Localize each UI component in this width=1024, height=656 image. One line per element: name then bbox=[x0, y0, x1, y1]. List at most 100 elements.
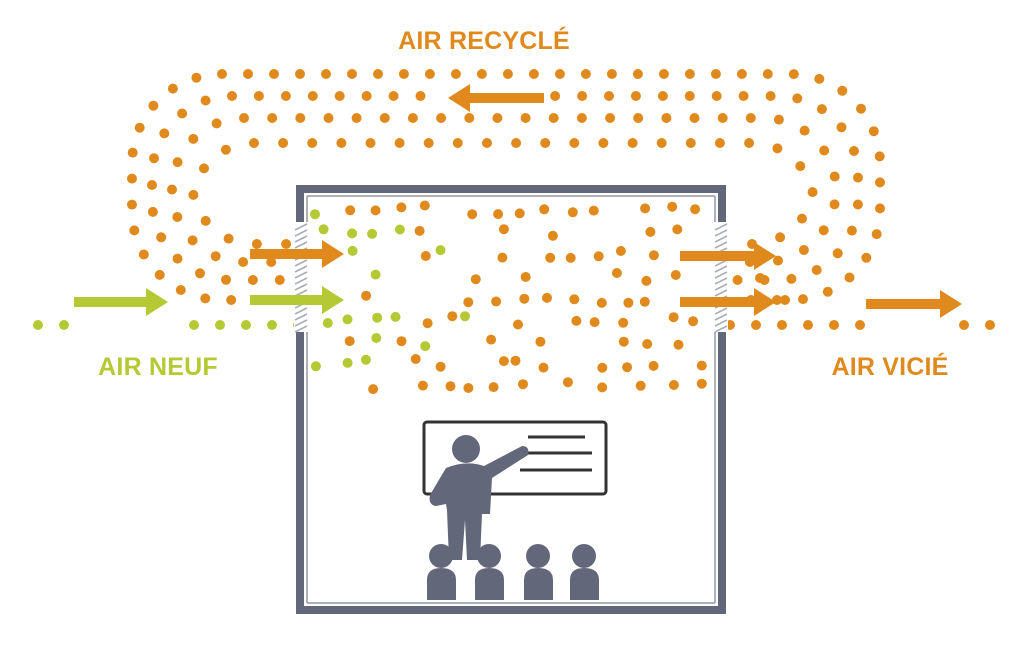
fresh-air-particle bbox=[372, 312, 383, 323]
air-particle bbox=[295, 69, 305, 79]
air-particle bbox=[596, 297, 607, 308]
air-particle bbox=[657, 91, 668, 101]
air-particle bbox=[388, 91, 399, 101]
air-particle bbox=[554, 69, 565, 79]
room bbox=[294, 185, 728, 614]
fresh-air-particle bbox=[420, 341, 431, 352]
air-particle bbox=[200, 215, 211, 226]
air-particle bbox=[493, 209, 504, 220]
air-particle bbox=[175, 285, 186, 295]
air-particle bbox=[846, 225, 857, 236]
air-particle bbox=[221, 274, 231, 285]
air-particle bbox=[814, 73, 825, 84]
air-particle bbox=[307, 138, 318, 148]
air-particle bbox=[172, 212, 183, 222]
air-particle bbox=[780, 295, 790, 305]
air-particle bbox=[419, 200, 430, 211]
fresh-air-particle bbox=[310, 209, 320, 220]
fresh-air-particle bbox=[241, 320, 251, 330]
air-particle bbox=[249, 138, 259, 148]
air-particle bbox=[829, 320, 839, 330]
air-particle bbox=[635, 380, 646, 391]
fresh-air-particle bbox=[460, 311, 470, 322]
air-particle bbox=[604, 91, 614, 101]
label-air-recycle: AIR RECYCLÉ bbox=[398, 26, 570, 55]
air-particle bbox=[351, 113, 362, 123]
air-particle bbox=[588, 205, 599, 216]
air-particle bbox=[548, 113, 559, 123]
air-particle bbox=[875, 177, 885, 188]
air-particle bbox=[518, 379, 528, 390]
air-particle bbox=[464, 113, 475, 123]
air-particle bbox=[689, 113, 700, 123]
air-particle bbox=[772, 143, 783, 154]
air-particle bbox=[597, 362, 608, 373]
air-particle bbox=[819, 145, 830, 156]
air-particle bbox=[223, 233, 234, 244]
fresh-air-particle bbox=[360, 354, 371, 365]
air-particle bbox=[797, 213, 807, 224]
air-particle bbox=[540, 138, 551, 148]
air-particle bbox=[345, 205, 356, 216]
air-particle bbox=[149, 153, 159, 164]
air-particle bbox=[738, 91, 749, 101]
air-particle bbox=[762, 69, 773, 79]
fresh-air-particle bbox=[370, 269, 381, 280]
air-particle bbox=[545, 252, 556, 263]
air-particle bbox=[673, 339, 684, 350]
student bbox=[475, 544, 504, 600]
air-particle bbox=[445, 381, 456, 392]
air-particle bbox=[597, 382, 608, 393]
air-particle bbox=[510, 355, 521, 366]
air-particle bbox=[498, 224, 509, 235]
air-particle bbox=[187, 235, 198, 246]
air-particle bbox=[593, 251, 604, 262]
air-particle bbox=[147, 206, 158, 217]
air-particle bbox=[639, 296, 650, 307]
air-particle bbox=[803, 320, 813, 330]
air-particle bbox=[368, 384, 379, 395]
air-particle bbox=[420, 251, 431, 261]
air-particle bbox=[576, 113, 587, 123]
air-particle bbox=[788, 69, 799, 80]
air-particle bbox=[792, 93, 803, 104]
air-particle bbox=[238, 257, 249, 267]
air-particle bbox=[589, 317, 600, 328]
air-particle bbox=[640, 203, 651, 214]
air-particle bbox=[786, 273, 797, 284]
air-particle bbox=[347, 69, 357, 79]
student bbox=[427, 544, 456, 600]
air-particle bbox=[148, 100, 159, 111]
air-particle bbox=[856, 103, 866, 114]
fresh-air-particle bbox=[347, 245, 358, 256]
fresh-air-particle bbox=[318, 224, 329, 235]
air-particle bbox=[491, 296, 502, 307]
arrow-right-icon bbox=[680, 288, 776, 316]
air-particle bbox=[200, 293, 211, 304]
air-particle bbox=[436, 113, 447, 123]
air-particle bbox=[567, 207, 578, 218]
air-particle bbox=[528, 69, 539, 79]
air-particle bbox=[463, 297, 474, 308]
air-particle bbox=[172, 157, 183, 168]
air-particle bbox=[732, 275, 743, 285]
air-particle bbox=[127, 199, 137, 210]
air-particle bbox=[156, 232, 167, 243]
air-particle bbox=[266, 257, 277, 267]
air-particle bbox=[239, 113, 249, 123]
air-particle bbox=[569, 294, 580, 305]
air-particle bbox=[684, 69, 695, 79]
fresh-air-particle bbox=[59, 320, 69, 330]
air-particle bbox=[627, 138, 638, 148]
air-particle bbox=[844, 272, 855, 283]
air-particle bbox=[365, 138, 376, 148]
air-particle bbox=[379, 113, 390, 123]
air-particle bbox=[415, 91, 426, 101]
air-particle bbox=[670, 270, 681, 280]
air-particle bbox=[773, 255, 783, 266]
air-particle bbox=[855, 320, 865, 330]
air-particle bbox=[247, 275, 258, 285]
air-particle bbox=[985, 320, 995, 330]
air-particle bbox=[622, 362, 633, 373]
air-particle bbox=[269, 69, 279, 79]
